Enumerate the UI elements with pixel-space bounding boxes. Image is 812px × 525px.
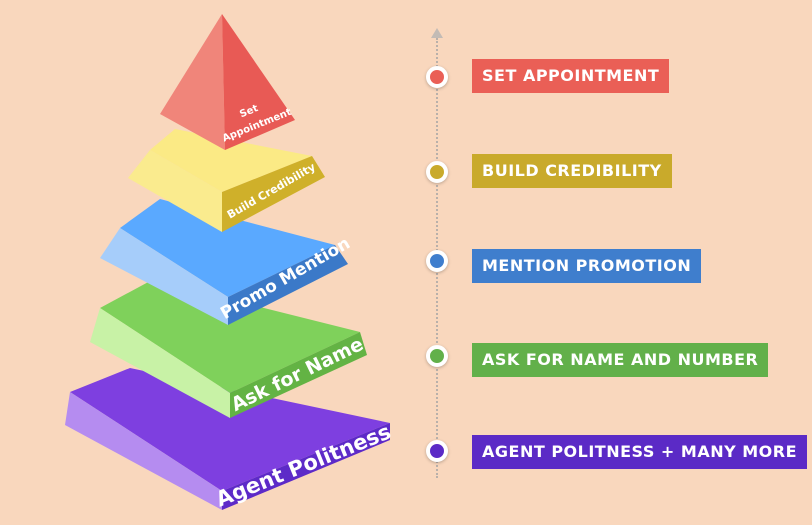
stage-label-mention-promotion: MENTION PROMOTION	[472, 249, 702, 283]
tier-top-face	[70, 368, 390, 491]
tier-left-face	[100, 228, 228, 325]
tier-left-face	[90, 308, 230, 418]
stage-label-agent-politness: AGENT POLITNESS + MANY MORE	[472, 435, 808, 469]
arrow-up-icon	[431, 28, 443, 38]
timeline-dot-ask-for-name	[426, 345, 448, 367]
stage-label-ask-for-name: ASK FOR NAME AND NUMBER	[472, 343, 769, 377]
tier-top-face	[100, 280, 360, 393]
tier-front-face	[222, 14, 295, 150]
timeline-dot-set-appointment	[426, 66, 448, 88]
tier-front-face	[228, 245, 348, 325]
stage-label-set-appointment: SET APPOINTMENT	[472, 59, 670, 93]
tier-front-face	[222, 156, 325, 232]
timeline-dot-mention-promotion	[426, 250, 448, 272]
timeline-dot-build-credibility	[426, 161, 448, 183]
timeline-dot-agent-politness	[426, 440, 448, 462]
tier-left-face	[65, 392, 222, 510]
pyramid-diagram: Agent Politness Ask for Name Promo Menti…	[65, 14, 394, 512]
stage-label-build-credibility: BUILD CREDIBILITY	[472, 154, 672, 188]
tier-left-face	[160, 14, 225, 150]
tier-front-face	[230, 332, 367, 418]
tier-front-face	[222, 423, 390, 510]
tier-left-face	[128, 150, 222, 232]
pyramid-tier-set-appointment: Set Appointment	[160, 14, 295, 150]
tier-top-face	[150, 129, 312, 192]
tier-top-face	[120, 199, 335, 297]
